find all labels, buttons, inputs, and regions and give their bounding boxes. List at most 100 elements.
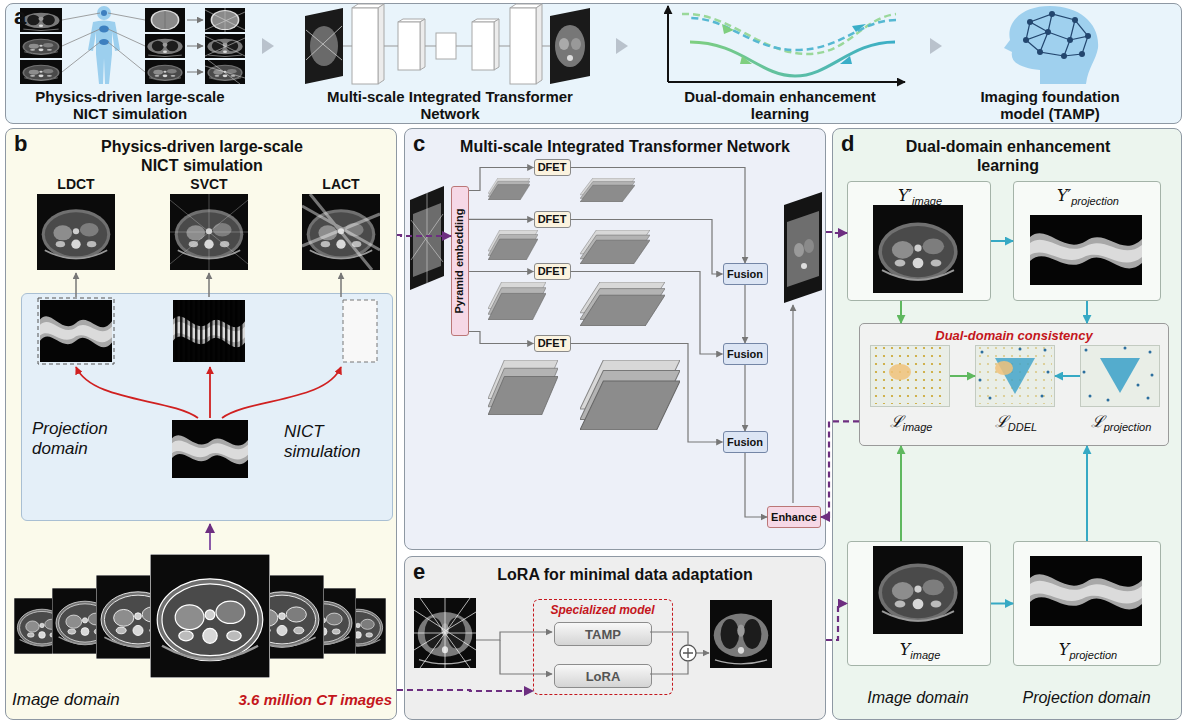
feature-stack: [580, 282, 665, 326]
network-illustration: [305, 8, 343, 84]
flow-line: [476, 632, 552, 640]
panel-title: Multi-scale Integrated Transformer Netwo…: [427, 137, 823, 156]
caption: Yprojection: [1014, 640, 1162, 661]
connector-arrow: [469, 219, 534, 220]
simulation-arrow: [222, 367, 341, 418]
node-label: NICT simulation: [284, 422, 384, 462]
network-illustration: [398, 22, 420, 70]
process-arrow: [187, 72, 203, 73]
sinogram: [343, 300, 377, 362]
ct-thumbnail: [20, 34, 62, 58]
output-image: [784, 192, 822, 303]
loss-curve-chart: [722, 24, 734, 34]
caption-label: Image domain: [838, 688, 998, 707]
flow-line: [650, 662, 688, 674]
caption-label: LDCT: [36, 176, 116, 193]
simulation-arrow: [209, 367, 211, 418]
artifact-streaks: [170, 194, 248, 270]
loss-curve-chart: [840, 56, 852, 64]
head-illustration: [1045, 29, 1051, 35]
connector-arrow: [826, 604, 847, 641]
simulation-arrow: [340, 273, 342, 297]
node-label: Pyramid embedding: [451, 186, 469, 336]
projection-box: Projection domainNICT simulation: [21, 293, 393, 521]
caption-label: Multi-scale Integrated Transformer Netwo…: [305, 88, 595, 122]
caption: ℒprojection: [1071, 410, 1171, 433]
dfet-block: DFET: [534, 263, 571, 280]
connector-arrow: [950, 375, 975, 377]
consistency-plot: [869, 344, 947, 404]
connector-arrow: [469, 168, 534, 191]
loss-curve-chart: [852, 24, 866, 32]
network-illustration: [567, 55, 573, 61]
embedding-box: Pyramid embedding: [451, 186, 469, 336]
loss-panel: ℒDDEL: [975, 345, 1055, 407]
process-arrow: [187, 46, 203, 47]
ct-image: [37, 194, 380, 270]
dfet-block: DFET: [534, 159, 571, 176]
loss-curve-chart: [690, 18, 896, 50]
process-arrow: [187, 20, 203, 21]
consistency-box: Dual-domain consistencyℒimageℒDDELℒproje…: [859, 323, 1169, 446]
model-box: LoRA: [554, 664, 652, 688]
caption-label: LACT: [301, 176, 381, 193]
connector-arrow: [821, 421, 859, 517]
flow-line: [650, 632, 688, 644]
output-image: [801, 263, 807, 269]
consistency-plot: [1083, 347, 1154, 402]
sinogram: [305, 300, 343, 362]
input-image: [410, 186, 444, 290]
organ-marker: [101, 10, 107, 16]
input-image: [411, 193, 443, 283]
ct-image: [873, 205, 963, 293]
sum-symbol: [680, 645, 696, 661]
panel: eLoRA for minimal data adaptationSpecial…: [404, 556, 826, 720]
stage-triangle: [616, 38, 628, 54]
consistency-plot: [1100, 358, 1140, 393]
ct-dataset-strip: [52, 588, 118, 654]
node-label: DFET: [538, 337, 567, 350]
head-illustration: [1026, 14, 1088, 56]
leader-line: [62, 13, 145, 72]
sinogram: [1030, 556, 1142, 626]
ct-dataset-strip: [240, 575, 324, 659]
caption: Y′image: [848, 186, 992, 207]
caption-label: Image domain: [12, 690, 172, 710]
math-symbol: Y: [900, 640, 911, 659]
consistency-plot: [981, 351, 984, 354]
consistency-plot: [989, 397, 992, 400]
network-illustration: [571, 38, 581, 50]
consistency-plot: [1089, 395, 1092, 398]
ct-thumbnail: [205, 8, 245, 32]
connector-arrow: [571, 220, 723, 275]
consistency-plot: [1085, 349, 1088, 352]
input-image: [410, 186, 444, 290]
feature-stack: [488, 282, 546, 320]
node-label: TAMP: [585, 627, 621, 642]
connector-arrow: [571, 272, 723, 355]
network-illustration: [559, 38, 569, 50]
panel-letter: b: [14, 131, 44, 157]
consistency-plot: [889, 364, 911, 380]
subscript: projection: [1069, 649, 1117, 661]
connector-arrow: [571, 168, 746, 264]
node-label: DFET: [538, 161, 567, 174]
feature-stack: [580, 230, 650, 264]
fusion-block: Fusion: [723, 343, 768, 365]
ct-thumbnail: [20, 8, 245, 84]
consistency-plot: [1107, 399, 1110, 402]
consistency-plot: [995, 361, 1013, 375]
node-label: DFET: [538, 213, 567, 226]
head-illustration: [1023, 11, 1091, 59]
flow-line: [476, 632, 709, 674]
network-illustration: [436, 33, 456, 59]
dfet-block: DFET: [534, 211, 571, 228]
head-illustration: [1085, 33, 1091, 39]
node-label: Fusion: [727, 268, 763, 281]
caption: ℒimage: [861, 410, 961, 433]
loss-curve-chart: [690, 42, 895, 76]
ct-image: [37, 194, 115, 270]
output-image: [787, 211, 819, 287]
simulation-arrow: [76, 273, 341, 297]
output-box: Y′projection: [1013, 181, 1161, 301]
